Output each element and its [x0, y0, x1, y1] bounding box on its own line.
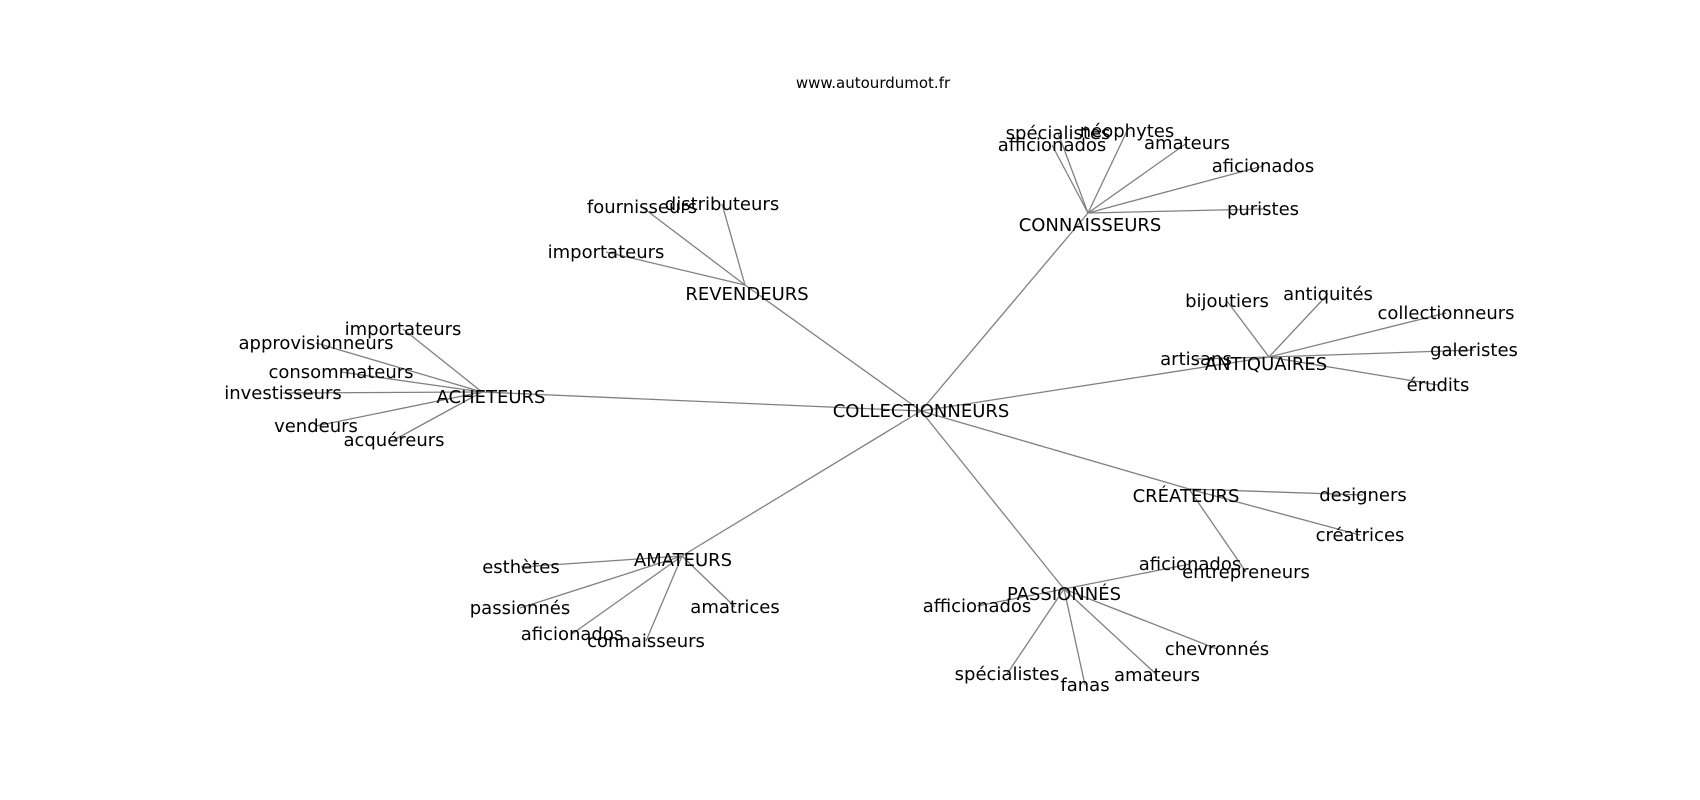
graph-edge — [605, 251, 746, 286]
graph-edge — [1057, 132, 1089, 214]
graph-edge — [1063, 563, 1191, 590]
leaf-node-label: consommateurs — [268, 362, 413, 383]
graph-edge — [571, 555, 683, 635]
graph-edge — [1268, 356, 1439, 386]
graph-edge — [920, 410, 1190, 490]
leaf-node-label: connaisseurs — [587, 631, 705, 652]
leaf-node-label: érudits — [1407, 375, 1470, 396]
graph-edge — [1087, 208, 1264, 214]
leaf-node-label: créatrices — [1316, 525, 1405, 546]
graph-edge — [1087, 165, 1264, 214]
leaf-node-label: amateurs — [1114, 665, 1200, 686]
graph-edge — [481, 391, 922, 412]
leaf-node-label: antiquités — [1283, 284, 1373, 305]
leaf-node-label: acquéreurs — [343, 430, 444, 451]
source-label: www.autourdumot.fr — [796, 74, 951, 92]
leaf-node-label: investisseurs — [224, 383, 342, 404]
graph-edge — [340, 371, 483, 393]
leaf-node-label: designers — [1319, 485, 1407, 506]
graph-edge — [1063, 588, 1218, 650]
leaf-node-label: spécialistes — [1006, 123, 1111, 144]
graph-nodes: afficionadosspécialistesnéophytesamateur… — [224, 121, 1518, 696]
graph-edge — [1063, 588, 1086, 686]
leaf-node-label: distributeurs — [665, 194, 779, 215]
leaf-node-label: passionnés — [470, 598, 571, 619]
graph-edge — [1188, 488, 1364, 496]
graph-edge — [1188, 488, 1361, 536]
graph-edge — [744, 284, 922, 412]
leaf-node-label: entrepreneurs — [1182, 562, 1310, 583]
graph-edge — [282, 391, 483, 394]
center-node-label: COLLECTIONNEURS — [833, 401, 1010, 422]
graph-edge — [315, 391, 483, 427]
cluster-node-label: CRÉATEURS — [1133, 485, 1240, 507]
cluster-node-label: ANTIQUAIRES — [1205, 354, 1327, 375]
leaf-node-label: artisans — [1160, 349, 1232, 370]
graph-edge — [721, 203, 746, 286]
leaf-node-label: amatrices — [690, 597, 779, 618]
graph-edge — [1226, 300, 1270, 358]
leaf-node-label: aficionados — [1139, 554, 1242, 575]
leaf-node-label: spécialistes — [955, 664, 1060, 685]
graph-edge — [681, 410, 922, 557]
graph-edge — [1087, 142, 1188, 214]
graph-edge — [1268, 312, 1447, 358]
cluster-node-label: PASSIONNÉS — [1007, 583, 1121, 605]
graph-edge — [681, 555, 736, 608]
leaf-node-label: fanas — [1060, 675, 1109, 696]
graph-edge — [1006, 588, 1065, 675]
graph-edge — [1195, 356, 1270, 360]
graph-edge — [1188, 488, 1247, 573]
graph-edge — [1268, 349, 1475, 358]
cluster-node-label: ACHETEURS — [437, 387, 546, 408]
graph-edge — [520, 555, 683, 568]
graph-edge — [1087, 130, 1128, 214]
graph-edge — [976, 588, 1065, 607]
graph-edge — [402, 328, 483, 393]
graph-edge — [920, 212, 1089, 412]
graph-edge — [393, 391, 483, 441]
graph-edge — [645, 555, 683, 642]
cluster-node-label: REVENDEURS — [685, 284, 808, 305]
graph-edge — [920, 410, 1065, 590]
cluster-node-label: CONNAISSEURS — [1019, 215, 1162, 236]
leaf-node-label: néophytes — [1080, 121, 1175, 142]
cluster-node-label: AMATEURS — [634, 550, 732, 571]
leaf-node-label: approvisionneurs — [238, 333, 393, 354]
leaf-node-label: bijoutiers — [1185, 291, 1269, 312]
leaf-node-label: amateurs — [1144, 133, 1230, 154]
leaf-node-label: aficionados — [1212, 156, 1315, 177]
leaf-node-label: afficionados — [923, 596, 1032, 617]
graph-edge — [1051, 144, 1089, 214]
graph-edge — [641, 206, 746, 286]
leaf-node-label: afficionados — [998, 135, 1107, 156]
leaf-node-label: aficionados — [521, 624, 624, 645]
leaf-node-label: chevronnés — [1165, 639, 1269, 660]
graph-edge — [920, 356, 1270, 412]
leaf-node-label: esthètes — [482, 557, 560, 578]
leaf-node-label: vendeurs — [274, 416, 358, 437]
graph-edges — [282, 130, 1475, 686]
graph-edge — [519, 555, 683, 609]
graph-edge — [1063, 588, 1158, 676]
leaf-node-label: fournisseurs — [587, 197, 697, 218]
leaf-node-label: importateurs — [548, 242, 665, 263]
graph-edge — [315, 342, 483, 393]
leaf-node-label: puristes — [1227, 199, 1299, 220]
leaf-node-label: importateurs — [345, 319, 462, 340]
graph-edge — [1268, 293, 1329, 358]
leaf-node-label: galeristes — [1430, 340, 1518, 361]
leaf-node-label: collectionneurs — [1377, 303, 1514, 324]
